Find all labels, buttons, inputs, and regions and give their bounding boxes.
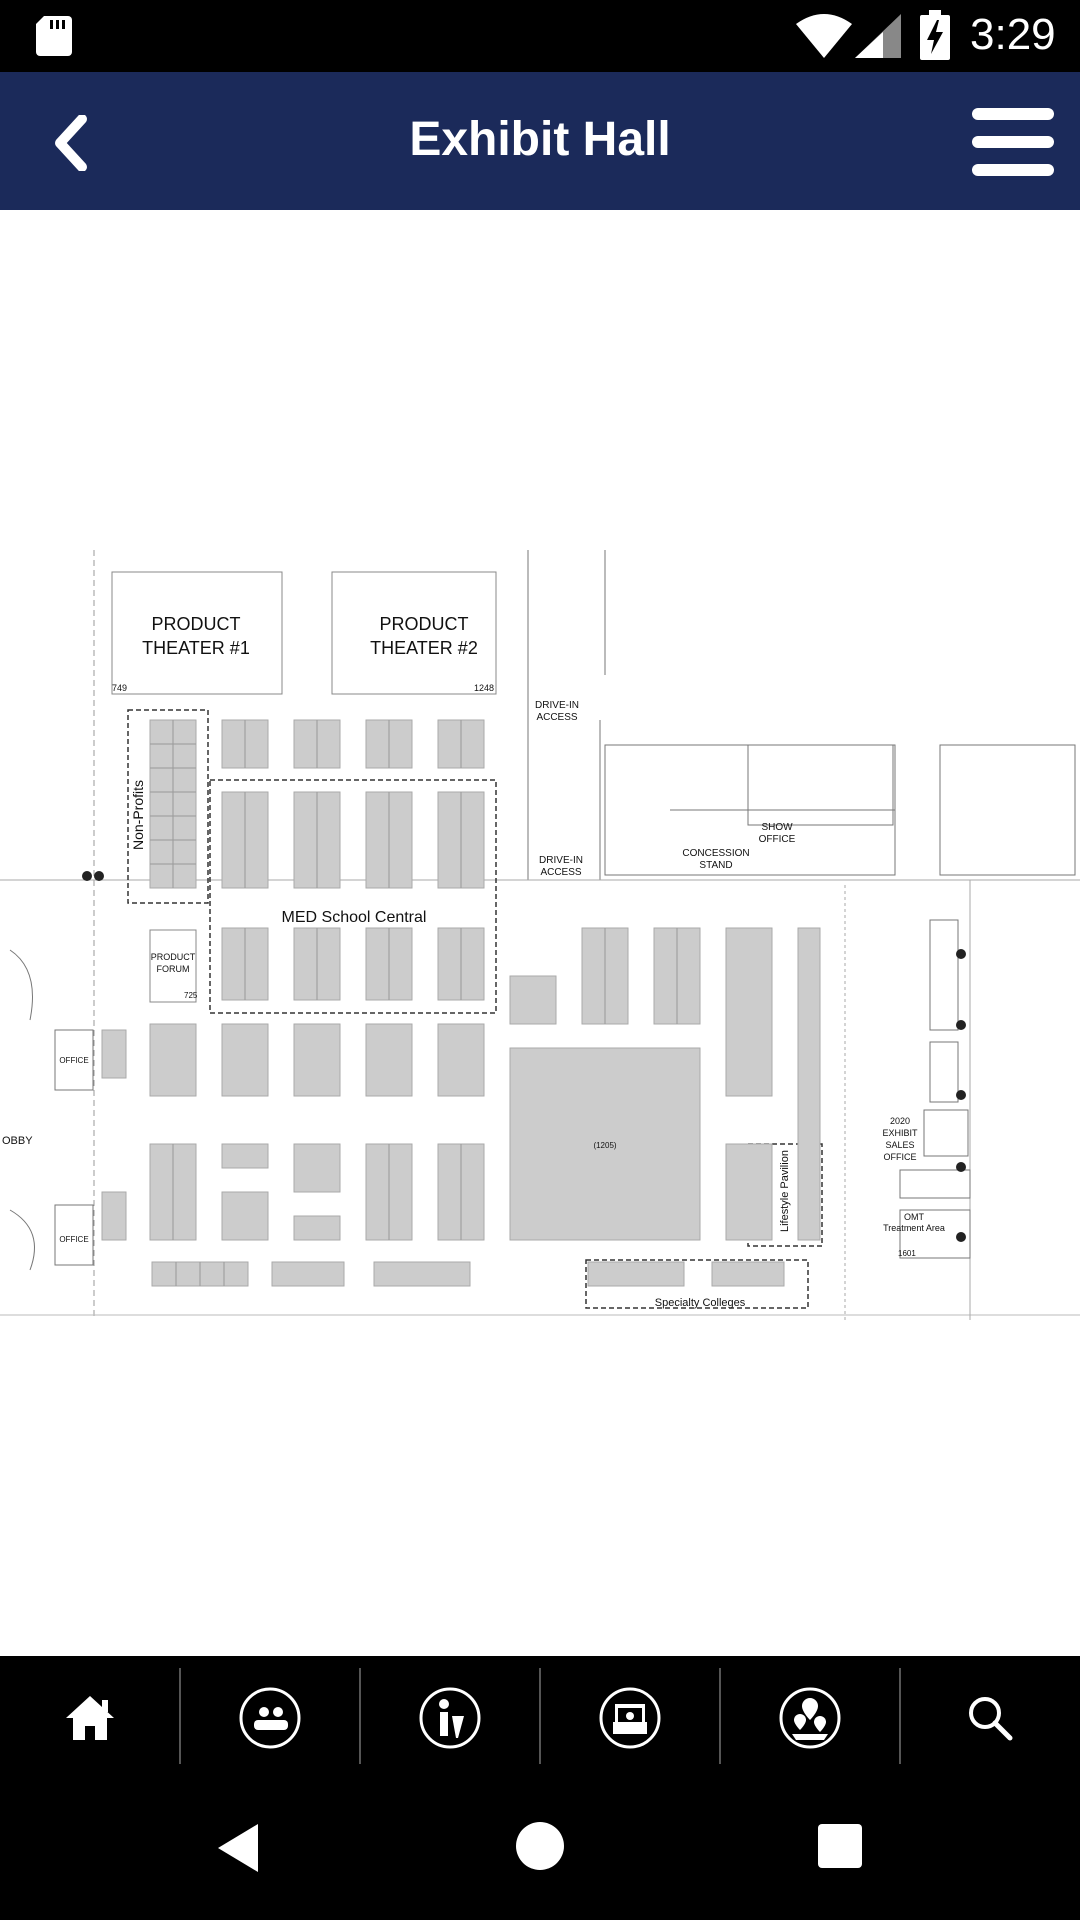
signal-icon — [855, 14, 901, 58]
back-button[interactable] — [30, 98, 110, 188]
tab-speakers[interactable] — [360, 1656, 540, 1780]
office-2-label: OFFICE — [59, 1235, 88, 1244]
attendees-icon — [239, 1687, 301, 1749]
recents-square-icon[interactable] — [818, 1824, 862, 1868]
app-header: Exhibit Hall — [0, 72, 1080, 210]
home-circle-icon[interactable] — [516, 1822, 564, 1870]
theater-1-label: PRODUCT — [152, 614, 241, 634]
exhibit-hall-floor-plan[interactable]: PRODUCT THEATER #1 749 PRODUCT THEATER #… — [0, 550, 1080, 1325]
exhibit-sales-office-label-line2: EXHIBIT — [882, 1128, 918, 1138]
exhibit-sales-office-label-line3: SALES — [885, 1140, 914, 1150]
bottom-tab-bar — [0, 1656, 1080, 1780]
office-1-label: OFFICE — [59, 1056, 88, 1065]
status-bar: 3:29 — [0, 0, 1080, 72]
specialty-colleges-label: Specialty Colleges — [655, 1297, 746, 1309]
concession-stand-label-line2: STAND — [699, 860, 732, 871]
drive-in-access-2-label-line2: ACCESS — [540, 867, 581, 878]
hamburger-menu-icon[interactable] — [968, 104, 1058, 180]
omt-treatment-area-label-line2: Treatment Area — [883, 1223, 945, 1233]
map-viewport[interactable]: PRODUCT THEATER #1 749 PRODUCT THEATER #… — [0, 210, 1080, 1656]
show-office-label: SHOW — [761, 822, 793, 833]
drive-in-access-1-label: DRIVE-IN — [535, 700, 579, 711]
drive-in-access-1-label-line2: ACCESS — [536, 712, 577, 723]
theater-1-booth-number: 749 — [112, 683, 127, 693]
theater-2-label-line2: THEATER #2 — [370, 638, 478, 658]
show-office-label-line2: OFFICE — [759, 834, 796, 845]
search-icon — [969, 1697, 1013, 1741]
exhibit-sales-office-label: 2020 — [890, 1116, 910, 1126]
exhibit-sales-office-label-line4: OFFICE — [884, 1152, 917, 1162]
tab-home[interactable] — [0, 1656, 180, 1780]
speaker-icon — [419, 1687, 481, 1749]
tab-search[interactable] — [900, 1656, 1080, 1780]
omt-booth-number: 1601 — [898, 1249, 916, 1258]
lifestyle-pavilion-label: Lifestyle Pavilion — [779, 1150, 791, 1232]
product-forum-booth-number: 725 — [184, 991, 198, 1000]
omt-treatment-area-label: OMT — [904, 1212, 924, 1222]
exhibitor-booth-icon — [599, 1687, 661, 1749]
tab-maps[interactable] — [720, 1656, 900, 1780]
lobby-label: OBBY — [2, 1135, 33, 1147]
theater-2-label: PRODUCT — [380, 614, 469, 634]
non-profits-label: Non-Profits — [130, 780, 146, 850]
chevron-left-icon — [55, 115, 87, 171]
drive-in-access-2-label: DRIVE-IN — [539, 855, 583, 866]
home-icon — [66, 1696, 114, 1740]
sd-card-icon — [36, 16, 72, 56]
system-navigation-bar — [0, 1780, 1080, 1920]
concession-stand-label: CONCESSION — [682, 848, 749, 859]
map-pins-icon — [779, 1687, 841, 1749]
product-forum-label-line2: FORUM — [157, 964, 190, 974]
tab-attendees[interactable] — [180, 1656, 360, 1780]
theater-2-booth-number: 1248 — [474, 683, 494, 693]
status-clock: 3:29 — [970, 10, 1056, 59]
back-triangle-icon[interactable] — [214, 1822, 262, 1874]
tab-exhibitors[interactable] — [540, 1656, 720, 1780]
product-forum-label: PRODUCT — [151, 952, 196, 962]
large-booth-number: (1205) — [593, 1141, 616, 1150]
wifi-icon — [796, 14, 852, 58]
med-school-central-label: MED School Central — [282, 909, 427, 926]
battery-charging-icon — [920, 10, 950, 60]
theater-1-label-line2: THEATER #1 — [142, 638, 250, 658]
page-title: Exhibit Hall — [409, 113, 671, 166]
